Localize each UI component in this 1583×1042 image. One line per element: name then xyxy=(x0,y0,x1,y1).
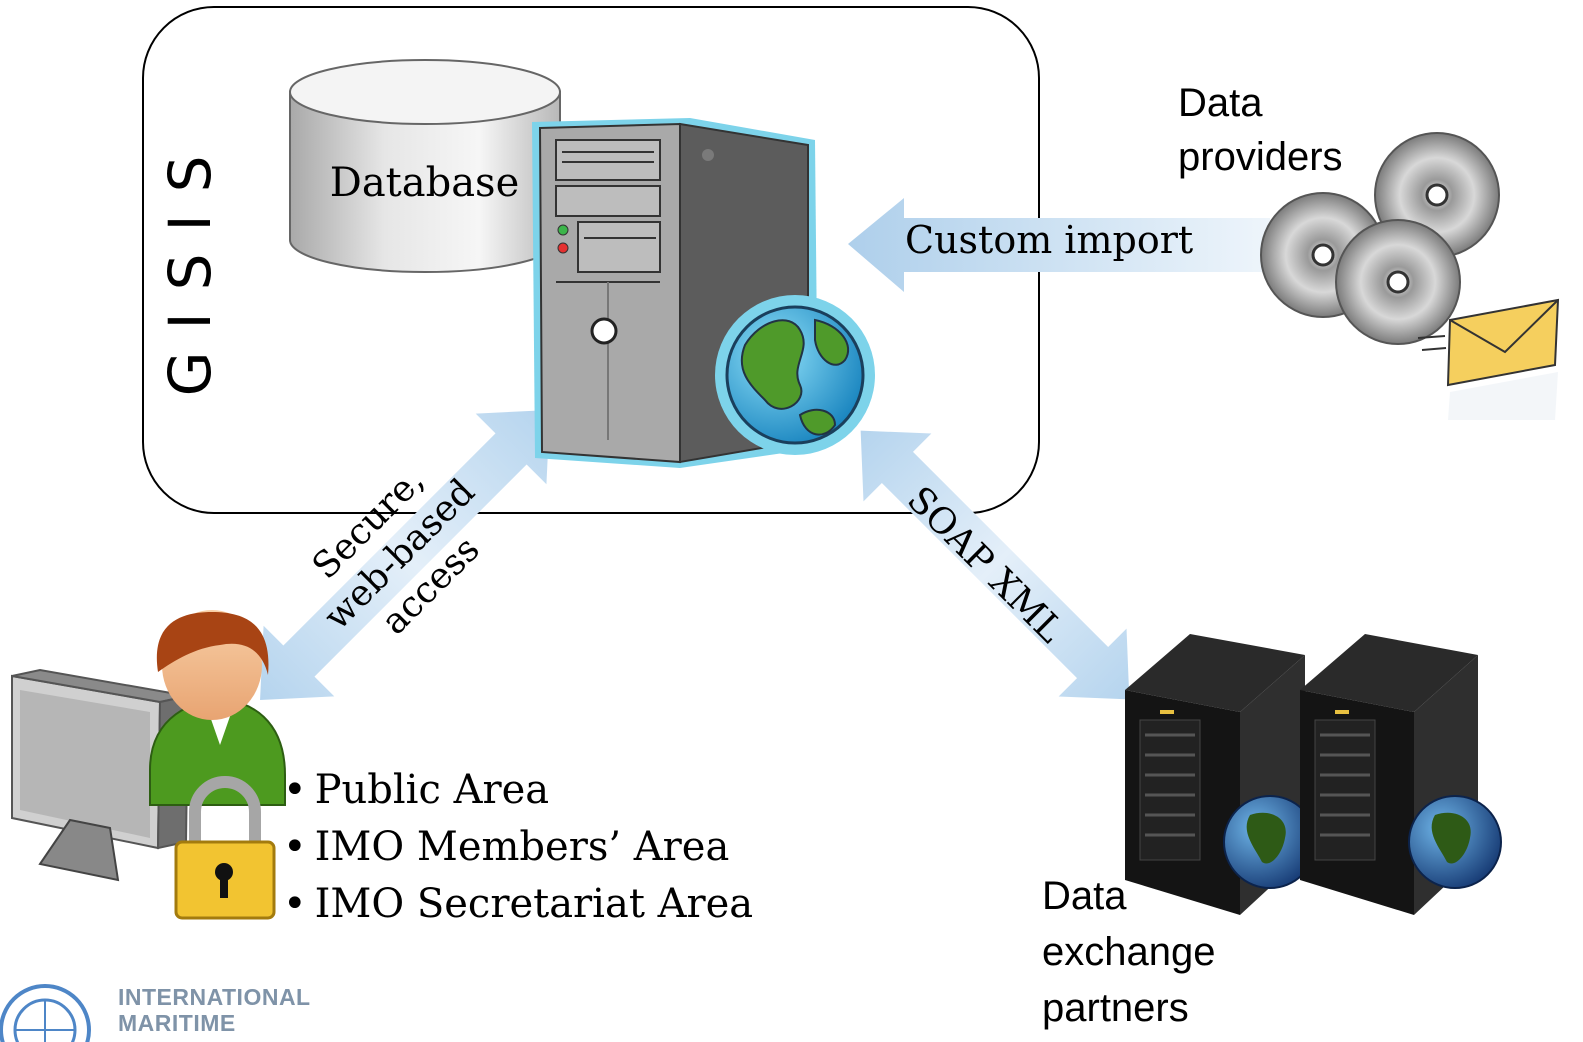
secure-access-arrow xyxy=(260,410,550,700)
globe-icon xyxy=(715,295,875,455)
custom-import-arrow xyxy=(848,198,1270,292)
disc-icon xyxy=(1335,219,1461,345)
user-avatar-icon xyxy=(149,610,286,806)
data-exchange-partners-label: Data exchange partners xyxy=(1042,874,1216,1030)
padlock-icon xyxy=(174,776,276,920)
database-label: Database xyxy=(329,160,520,206)
data-providers-label: Data providers xyxy=(1178,81,1343,179)
logo-line: INTERNATIONAL xyxy=(118,984,311,1010)
list-item: IMO Secretariat Area xyxy=(283,876,754,933)
imo-emblem-icon xyxy=(0,984,91,1042)
soap-xml-arrow xyxy=(860,430,1130,700)
globe-icon xyxy=(1223,795,1317,889)
list-item: Public Area xyxy=(283,762,753,819)
list-item: IMO Members’ Area xyxy=(283,819,753,876)
imo-logo-text: INTERNATIONAL MARITIME xyxy=(118,984,311,1036)
logo-line: MARITIME xyxy=(118,1010,236,1036)
envelope-icon xyxy=(1417,298,1560,420)
rack-server-icon xyxy=(1300,634,1478,915)
database-cylinder xyxy=(289,59,561,273)
custom-import-label: Custom import xyxy=(905,218,1194,262)
access-areas-list: Public Area IMO Members’ Area IMO Secret… xyxy=(283,762,754,933)
globe-icon xyxy=(1408,795,1502,889)
